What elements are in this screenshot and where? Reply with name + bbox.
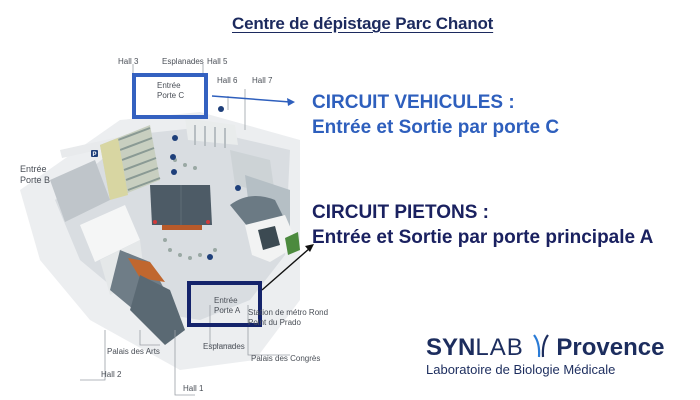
label-hall-2: Hall 2 [101, 370, 122, 379]
label-hall-1: Hall 1 [183, 384, 204, 393]
circuit-vehicules-heading: CIRCUIT VEHICULES : [312, 92, 515, 113]
logo-syn: SYN [426, 334, 476, 361]
porte-a-highlight-box [187, 281, 262, 327]
circuit-pietons: CIRCUIT PIETONS : Entrée et Sortie par p… [312, 200, 653, 250]
label-esplanades-top: Esplanades [162, 57, 204, 66]
label-hall-5: Hall 5 [207, 57, 228, 66]
site-map: P [0, 50, 330, 400]
circuit-pietons-detail: Entrée et Sortie par porte principale A [312, 227, 654, 248]
porte-c-highlight-box [132, 73, 208, 119]
label-hall-7: Hall 7 [252, 76, 273, 85]
synlab-swoosh-icon [533, 334, 550, 358]
logo-region: Provence [556, 334, 665, 361]
label-entree-porte-b: Entrée Porte B [20, 164, 51, 185]
synlab-logo: SYNLAB Provence Laboratoire de Biologie … [426, 333, 664, 377]
page-title: Centre de dépistage Parc Chanot [232, 14, 494, 33]
circuit-vehicules: CIRCUIT VEHICULES : Entrée et Sortie par… [312, 90, 559, 140]
label-palais-des-congres: Palais des Congrès [251, 354, 321, 363]
label-palais-des-arts: Palais des Arts [107, 347, 160, 356]
circuit-pietons-heading: CIRCUIT PIETONS : [312, 202, 489, 223]
logo-subtitle: Laboratoire de Biologie Médicale [426, 362, 616, 377]
site-map-illustration: P [20, 64, 314, 396]
label-hall-3: Hall 3 [118, 57, 139, 66]
label-esplanades-bottom: Esplanades [203, 342, 245, 351]
svg-text:P: P [93, 152, 97, 158]
label-metro-station: Station de métro Rond Point du Prado [248, 308, 329, 327]
label-entree-porte-c: Entrée Porte C [157, 81, 185, 100]
label-hall-6: Hall 6 [217, 76, 238, 85]
logo-lab: LAB [475, 334, 524, 361]
circuit-vehicules-detail: Entrée et Sortie par porte C [312, 117, 560, 138]
label-entree-porte-a: Entrée Porte A [214, 296, 241, 315]
